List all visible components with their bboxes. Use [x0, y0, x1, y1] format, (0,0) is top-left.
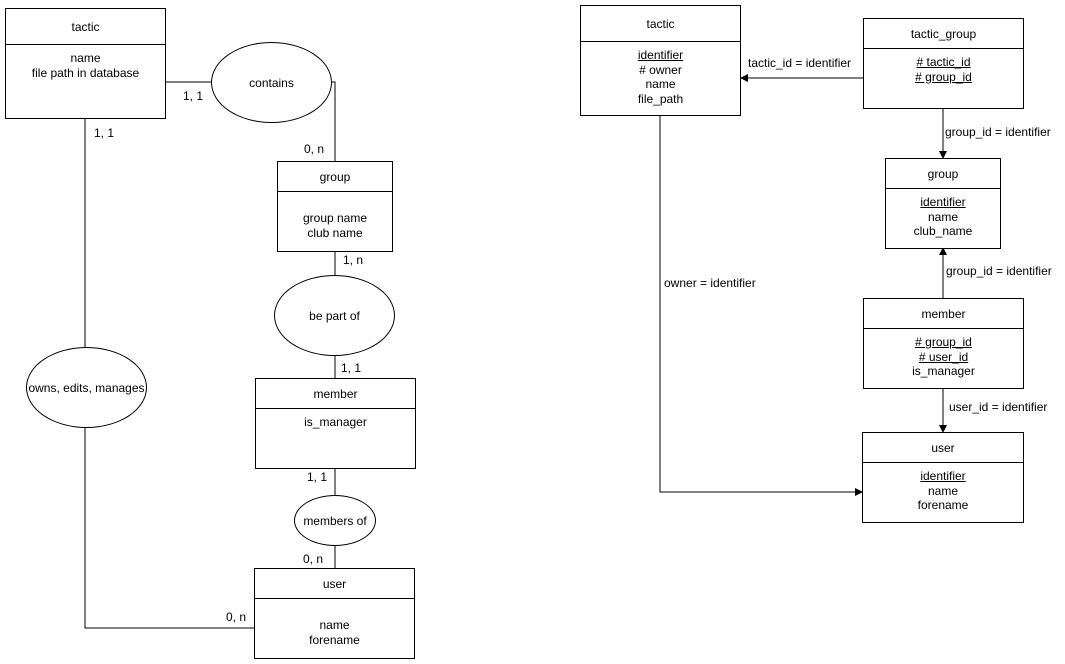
cardinality-label: 1, 1 — [94, 126, 115, 140]
relation-be-part-of: be part of — [274, 275, 395, 356]
field: name — [927, 483, 959, 498]
link-label: owner = identifier — [664, 276, 756, 290]
field: name — [645, 77, 676, 91]
field: # group_id — [915, 335, 972, 349]
field: club_name — [913, 224, 973, 238]
cardinality-label: 0, n — [303, 552, 324, 566]
cardinality-label: 1, n — [343, 253, 364, 267]
entity-attributes: group name club name — [278, 192, 392, 240]
attribute: club name — [307, 225, 363, 240]
table-fields: identifier name forename — [863, 463, 1023, 513]
table-fields: # tactic_id # group_id — [864, 49, 1023, 84]
entity-attributes: name file path in database — [6, 45, 165, 80]
field: identifier — [920, 469, 966, 483]
field: identifier — [637, 48, 684, 62]
attribute: is_manager — [304, 415, 367, 429]
entity-group: group group name club name — [277, 161, 393, 252]
table-user: user identifier name forename — [862, 432, 1024, 523]
cardinality-label: 1, 1 — [341, 361, 362, 375]
field: name — [927, 209, 959, 224]
field: # group_id — [915, 69, 972, 84]
entity-user: user name forename — [254, 568, 415, 659]
attribute: file path in database — [31, 65, 140, 80]
table-tactic-group: tactic_group # tactic_id # group_id — [863, 18, 1024, 109]
link-label: group_id = identifier — [946, 264, 1052, 278]
field: identifier — [920, 195, 966, 209]
field: # user_id — [918, 349, 969, 364]
arrow-tactic-user — [659, 115, 863, 496]
relation-contains: contains — [211, 42, 332, 123]
table-title: user — [863, 433, 1023, 463]
field: # tactic_id — [916, 55, 971, 69]
entity-member: member is_manager — [255, 378, 416, 469]
entity-tactic: tactic name file path in database — [5, 8, 166, 119]
table-tactic: tactic identifier # owner name file_path — [580, 5, 741, 116]
table-member: member # group_id # user_id is_manager — [863, 298, 1024, 389]
entity-title: user — [255, 569, 414, 599]
entity-title: group — [278, 162, 392, 192]
attribute: name — [319, 618, 350, 632]
attribute: group name — [302, 211, 368, 225]
cardinality-label: 0, n — [226, 610, 247, 624]
relation-owns-edits-manages: owns, edits, manages — [26, 347, 147, 428]
link-label: tactic_id = identifier — [748, 56, 852, 70]
cardinality-label: 1, 1 — [183, 89, 204, 103]
cardinality-label: 1, 1 — [307, 470, 328, 484]
attribute: forename — [309, 632, 360, 647]
table-title: tactic_group — [864, 19, 1023, 49]
table-title: group — [886, 159, 1000, 189]
line-owns-user — [84, 427, 255, 629]
entity-attributes: is_manager — [256, 409, 415, 430]
line-contains-group — [331, 81, 336, 161]
field: file_path — [637, 91, 684, 106]
table-fields: # group_id # user_id is_manager — [864, 329, 1023, 379]
entity-title: member — [256, 379, 415, 409]
table-group: group identifier name club_name — [885, 158, 1001, 249]
cardinality-label: 0, n — [304, 142, 325, 156]
table-fields: identifier # owner name file_path — [581, 42, 740, 106]
entity-attributes: name forename — [255, 599, 414, 647]
attribute: name — [70, 51, 101, 65]
entity-title: tactic — [6, 9, 165, 45]
field: # owner — [639, 62, 682, 77]
relation-members-of: members of — [294, 495, 376, 546]
table-title: tactic — [581, 6, 740, 42]
field: is_manager — [912, 364, 975, 378]
link-label: group_id = identifier — [945, 125, 1051, 139]
link-label: user_id = identifier — [949, 400, 1048, 414]
field: forename — [917, 498, 969, 512]
table-fields: identifier name club_name — [886, 189, 1000, 239]
table-title: member — [864, 299, 1023, 329]
